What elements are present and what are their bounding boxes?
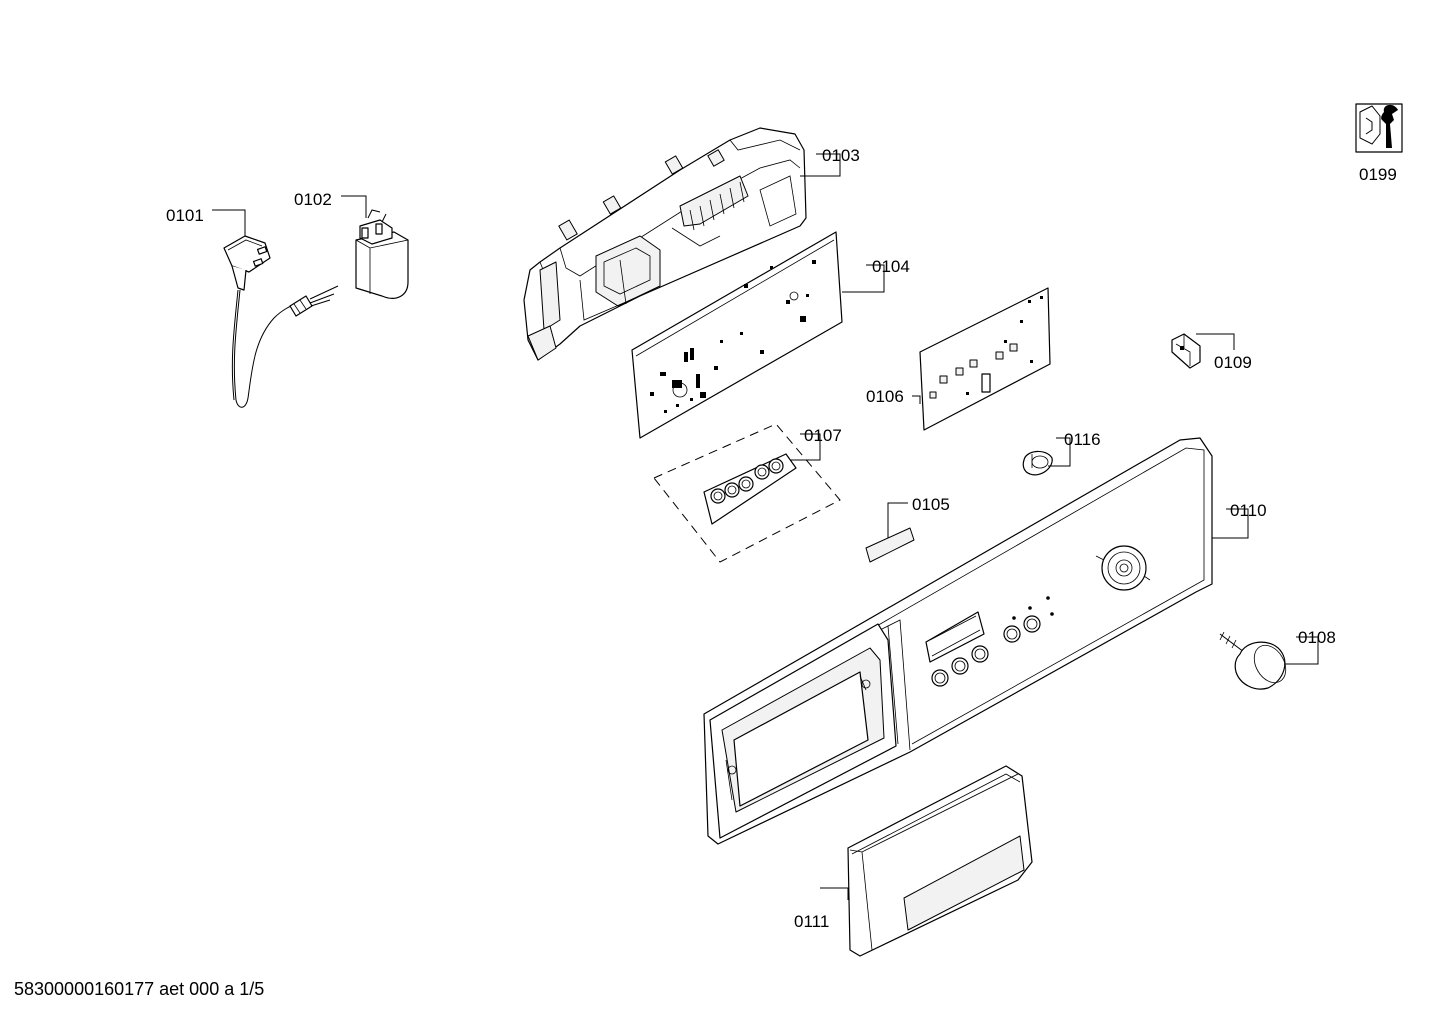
label-0108: 0108 <box>1298 628 1336 647</box>
main-circuit-board-part[interactable] <box>631 231 843 439</box>
button-module-part[interactable] <box>653 423 841 563</box>
part-labels: 0101 0102 0103 0104 0106 0107 0116 0105 … <box>166 146 1397 931</box>
label-0105: 0105 <box>912 495 950 514</box>
label-0199: 0199 <box>1359 165 1397 184</box>
display-board-part[interactable] <box>919 287 1051 431</box>
display-window-part[interactable] <box>865 527 915 563</box>
label-0110: 0110 <box>1230 501 1267 520</box>
label-0116: 0116 <box>1064 430 1101 449</box>
power-cord-part[interactable] <box>223 235 339 408</box>
label-0103: 0103 <box>822 146 860 165</box>
knob-holder-part[interactable] <box>1022 450 1053 476</box>
label-0107: 0107 <box>804 426 842 445</box>
detergent-drawer-handle-part[interactable] <box>847 765 1033 957</box>
document-footer: 58300000160177 aet 000 a 1/5 <box>14 979 265 999</box>
tool-wrench-icon <box>1355 103 1403 153</box>
label-0111: 0111 <box>794 912 829 931</box>
microswitch-part[interactable] <box>1171 333 1201 369</box>
control-housing-part[interactable] <box>523 127 807 361</box>
label-0102: 0102 <box>294 190 332 209</box>
leader-lines <box>212 153 1319 900</box>
control-panel-fascia-part[interactable] <box>703 437 1213 845</box>
label-0106: 0106 <box>866 387 904 406</box>
label-0104: 0104 <box>872 257 910 276</box>
label-0109: 0109 <box>1214 353 1252 372</box>
label-0101: 0101 <box>166 206 204 225</box>
program-knob-part[interactable] <box>1219 631 1292 690</box>
interference-filter-part[interactable] <box>355 209 409 299</box>
